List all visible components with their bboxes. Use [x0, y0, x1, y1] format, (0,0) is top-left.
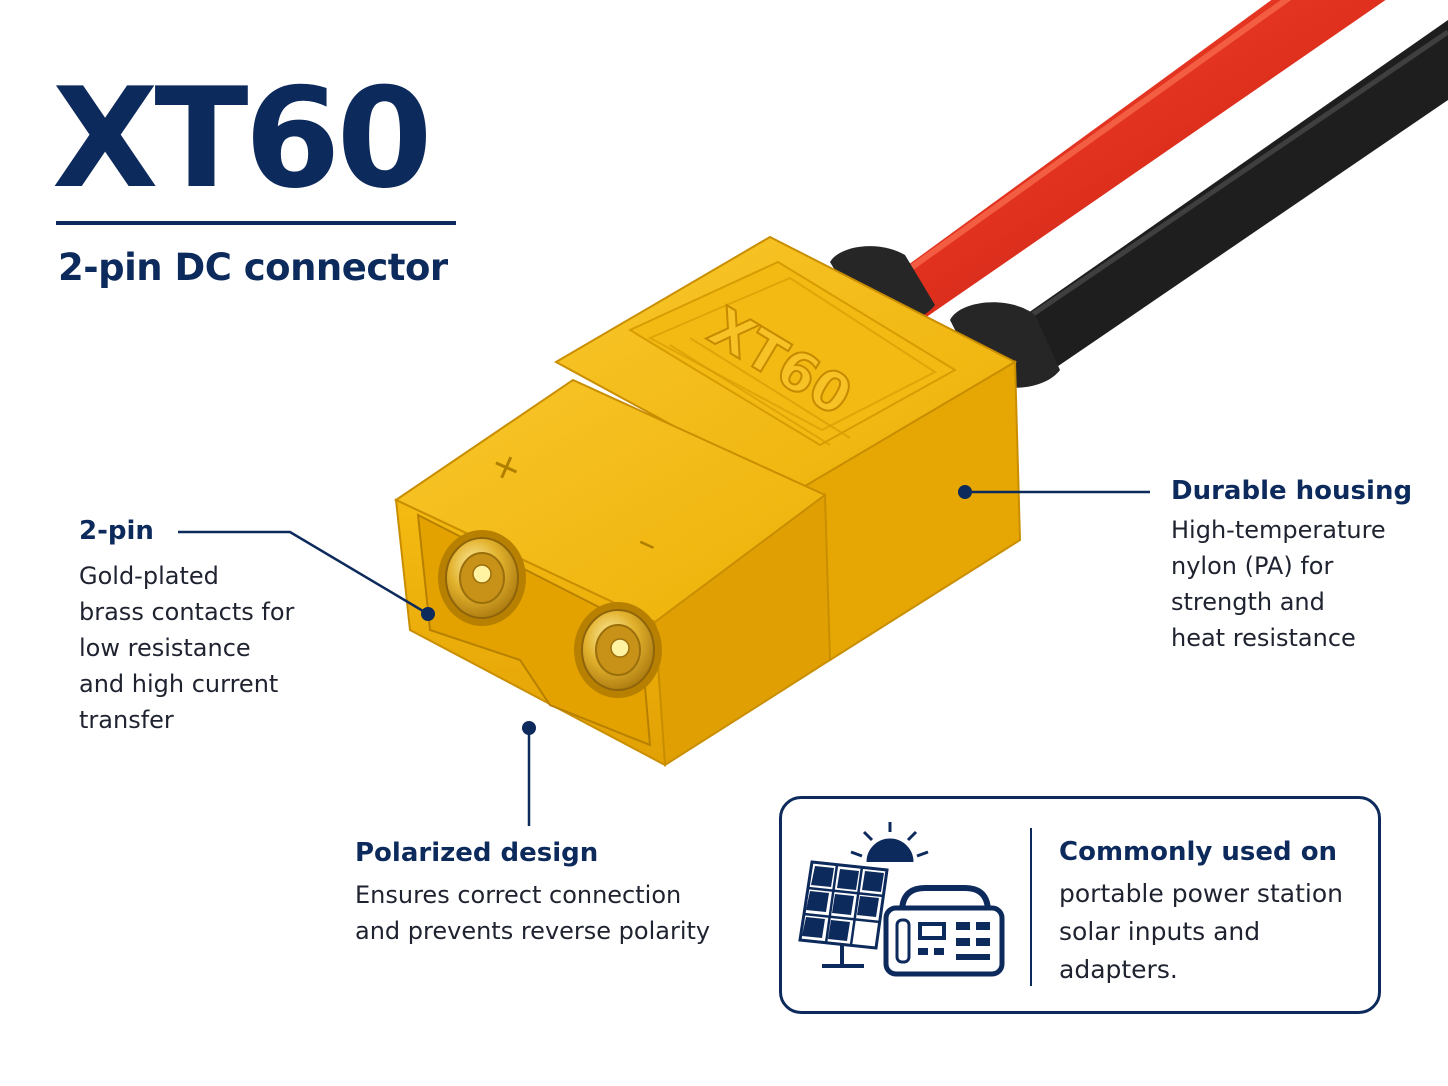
- callout-pins-text: Gold-plated brass contacts for low resis…: [79, 558, 294, 738]
- title-underline: [56, 221, 456, 225]
- callout-pins-line: Gold-plated: [79, 562, 219, 590]
- callout-polarized-heading: Polarized design: [355, 838, 599, 868]
- callout-pins-line: transfer: [79, 706, 174, 734]
- callout-housing-line: High-temperature: [1171, 516, 1386, 544]
- callout-polarized-line: Ensures correct connection: [355, 881, 682, 909]
- page-subtitle: 2-pin DC connector: [58, 246, 448, 289]
- callout-pins-line: brass contacts for: [79, 598, 295, 626]
- callout-pins-heading: 2-pin: [79, 516, 154, 546]
- callout-housing-line: nylon (PA) for: [1171, 552, 1334, 580]
- black-wire: [975, 20, 1448, 375]
- callout-polarized-line: and prevents reverse polarity: [355, 917, 711, 945]
- callout-pins-line: and high current: [79, 670, 279, 698]
- callout-housing-line: heat resistance: [1171, 624, 1356, 652]
- callout-pins-line: low resistance: [79, 634, 251, 662]
- usage-line: solar inputs and: [1059, 917, 1261, 946]
- leader-line-polarized: [522, 721, 536, 826]
- power-station-icon: [883, 885, 1005, 977]
- sun-icon: [850, 822, 929, 863]
- negative-contact: [574, 602, 662, 698]
- usage-line: portable power station: [1059, 879, 1343, 908]
- callout-housing-heading: Durable housing: [1171, 476, 1413, 506]
- red-wire: [860, 0, 1386, 318]
- leader-line-pins: [178, 530, 435, 621]
- usage-line: adapters.: [1059, 955, 1178, 984]
- usage-heading: Commonly used on: [1059, 837, 1338, 867]
- usage-info-box: [779, 796, 1381, 1014]
- leader-line-housing: [958, 485, 1150, 499]
- page-title: XT60: [52, 58, 433, 219]
- callout-polarized-text: Ensures correct connection and prevents …: [355, 877, 710, 949]
- usage-text: portable power station solar inputs and …: [1059, 875, 1343, 989]
- positive-contact: [438, 530, 526, 626]
- usage-box-divider: [1030, 828, 1032, 986]
- callout-housing-text: High-temperature nylon (PA) for strength…: [1171, 512, 1386, 656]
- callout-housing-line: strength and: [1171, 588, 1325, 616]
- solar-panel-icon: [798, 860, 889, 968]
